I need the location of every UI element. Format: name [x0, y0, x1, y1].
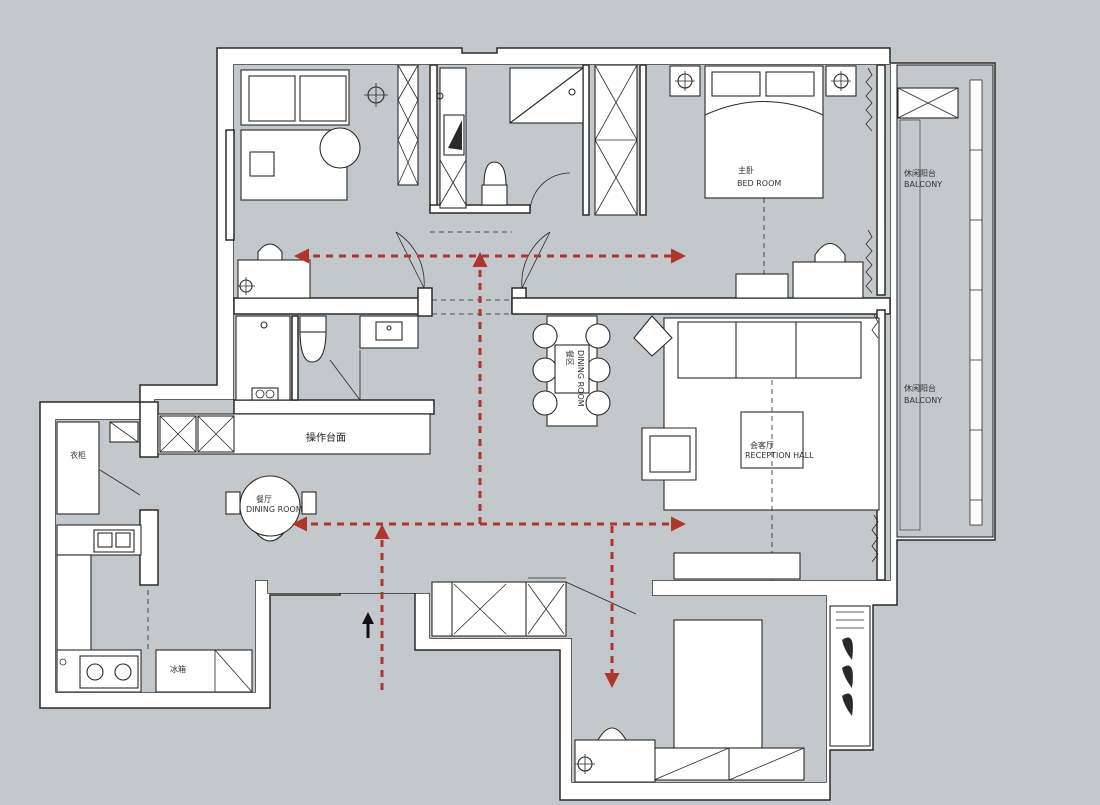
reception-label-cn: 会客厅 — [750, 440, 774, 450]
reception-label-en: RECEPTION HALL — [745, 451, 814, 460]
entry-cabinets — [431, 577, 637, 637]
fridge-label: 冰箱 — [170, 664, 186, 674]
dining-label-en: DINING ROOM — [576, 350, 585, 407]
reception-hall: 会客厅 RECEPTION HALL — [633, 314, 880, 580]
ceiling-light-icon — [364, 83, 388, 107]
workbench-label: 操作台面 — [306, 431, 346, 444]
entry-arrow-icon — [362, 612, 374, 638]
interior-floor — [56, 65, 890, 782]
ceiling-light-icon — [669, 65, 701, 97]
kitchen: 衣柜 冰箱 — [56, 421, 253, 693]
lower-bedroom — [574, 605, 871, 783]
wardrobe-column — [594, 64, 638, 216]
upper-bathroom — [430, 67, 584, 233]
bedroom-label-cn: 主卧 — [738, 165, 754, 175]
balcony-line-top — [899, 119, 921, 531]
bedroom-label-en: BED ROOM — [737, 179, 781, 188]
study-room — [237, 64, 419, 299]
ceiling-light-icon — [825, 65, 857, 97]
balcony-top-label-en: BALCONY — [904, 180, 942, 189]
mid-bathroom — [235, 299, 512, 401]
ceiling-light-icon — [575, 754, 595, 774]
ceiling-light-icon — [237, 277, 255, 295]
balcony-mid-label-en: BALCONY — [904, 396, 942, 405]
long-dining-table: 餐区 DINING ROOM — [532, 315, 611, 427]
circulation-routes — [292, 248, 686, 690]
dining-label-cn: 餐区 — [565, 350, 574, 366]
round-dining-table: 餐厅 DINING ROOM — [225, 475, 317, 542]
balcony-mid-label-cn: 休闲阳台 — [904, 383, 936, 393]
balcony-top-label-cn: 休闲阳台 — [904, 168, 936, 178]
master-bedroom: 主卧 BED ROOM — [669, 65, 873, 299]
balcony-railing — [969, 79, 983, 526]
round-table-label-cn: 餐厅 — [256, 495, 272, 504]
workbench: 操作台面 — [157, 413, 431, 455]
round-table-label-en: DINING ROOM — [246, 505, 303, 514]
wardrobe-label: 衣柜 — [70, 450, 86, 460]
balcony-railing-pattern — [970, 149, 982, 501]
interior-walls — [139, 64, 891, 586]
